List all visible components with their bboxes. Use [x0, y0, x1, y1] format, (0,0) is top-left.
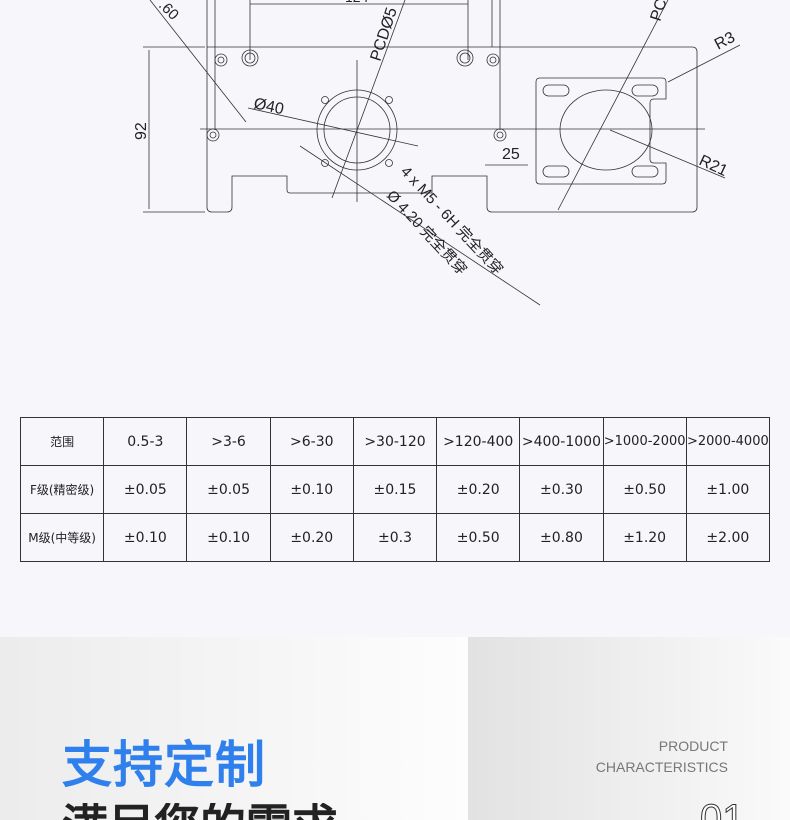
- d40-label: Ø40: [252, 95, 285, 118]
- r3-label: R3: [712, 29, 738, 54]
- table-cell: ±0.20: [269, 513, 354, 562]
- table-row: F级(精密级) ±0.05 ±0.05 ±0.10 ±0.15 ±0.20 ±0…: [19, 465, 771, 514]
- tolerance-table: 范围 0.5-3 >3-6 >6-30 >30-120 >120-400 >40…: [19, 417, 771, 562]
- banner-right-panel: PRODUCT CHARACTERISTICS 01: [468, 637, 790, 820]
- table-header-cell: >120-400: [436, 417, 521, 466]
- customization-banner: 支持定制 满足您的需求 PRODUCT CHARACTERISTICS 01: [0, 637, 790, 820]
- pcd-left-label: PCDØ5: [368, 5, 401, 63]
- table-row: M级(中等级) ±0.10 ±0.10 ±0.20 ±0.3 ±0.50 ±0.…: [19, 513, 771, 562]
- table-cell: ±0.10: [186, 513, 271, 562]
- banner-en-line2: CHARACTERISTICS: [595, 759, 728, 775]
- table-header-cell: >400-1000: [519, 417, 604, 466]
- w25-label: 25: [502, 146, 520, 163]
- table-cell: M级(中等级): [19, 513, 105, 562]
- banner-left-panel: 支持定制 满足您的需求: [0, 637, 468, 820]
- table-header-cell: 0.5-3: [103, 417, 188, 466]
- table-cell: ±0.30: [519, 465, 604, 514]
- table-cell: ±1.00: [685, 465, 771, 514]
- table-cell: ±2.00: [685, 513, 771, 562]
- banner-title: 支持定制: [62, 736, 266, 794]
- r21-label: R21: [696, 152, 730, 180]
- table-cell: ±0.05: [186, 465, 271, 514]
- table-cell: F级(精密级): [19, 465, 105, 514]
- table-header-cell: >30-120: [352, 417, 438, 466]
- plate-outline: [206, 46, 698, 213]
- table-cell: ±0.15: [352, 465, 438, 514]
- right-flange: [535, 77, 667, 185]
- banner-number: 01: [700, 799, 745, 820]
- table-cell: ±0.10: [269, 465, 354, 514]
- table-cell: ±0.05: [103, 465, 188, 514]
- table-cell: ±0.3: [352, 513, 438, 562]
- technical-drawing: 124 92 Ø40 PCDØ5 4 x M5 - 6H 完全贯穿 Ø 4.20…: [133, 0, 741, 306]
- table-cell: ±0.50: [602, 465, 687, 514]
- banner-subtitle: 满足您的需求: [62, 803, 338, 820]
- table-header-cell: 范围: [19, 417, 105, 466]
- table-cell: ±0.20: [436, 465, 521, 514]
- table-header-cell: >2000-4000: [685, 417, 771, 466]
- top-dim-label: 124: [345, 0, 369, 5]
- table-header-cell: >3-6: [186, 417, 271, 466]
- table-cell: ±0.80: [519, 513, 604, 562]
- height-dim-label: 92: [133, 122, 150, 140]
- pcd-right-label: PC: [648, 0, 671, 23]
- table-header-row: 范围 0.5-3 >3-6 >6-30 >30-120 >120-400 >40…: [19, 417, 771, 466]
- banner-en-line1: PRODUCT: [658, 738, 728, 754]
- table-cell: ±1.20: [602, 513, 687, 562]
- table-cell: ±0.50: [436, 513, 521, 562]
- table-cell: ±0.10: [103, 513, 188, 562]
- table-header-cell: >6-30: [269, 417, 354, 466]
- mount-holes: [206, 49, 507, 142]
- table-header-cell: >1000-2000: [602, 417, 687, 466]
